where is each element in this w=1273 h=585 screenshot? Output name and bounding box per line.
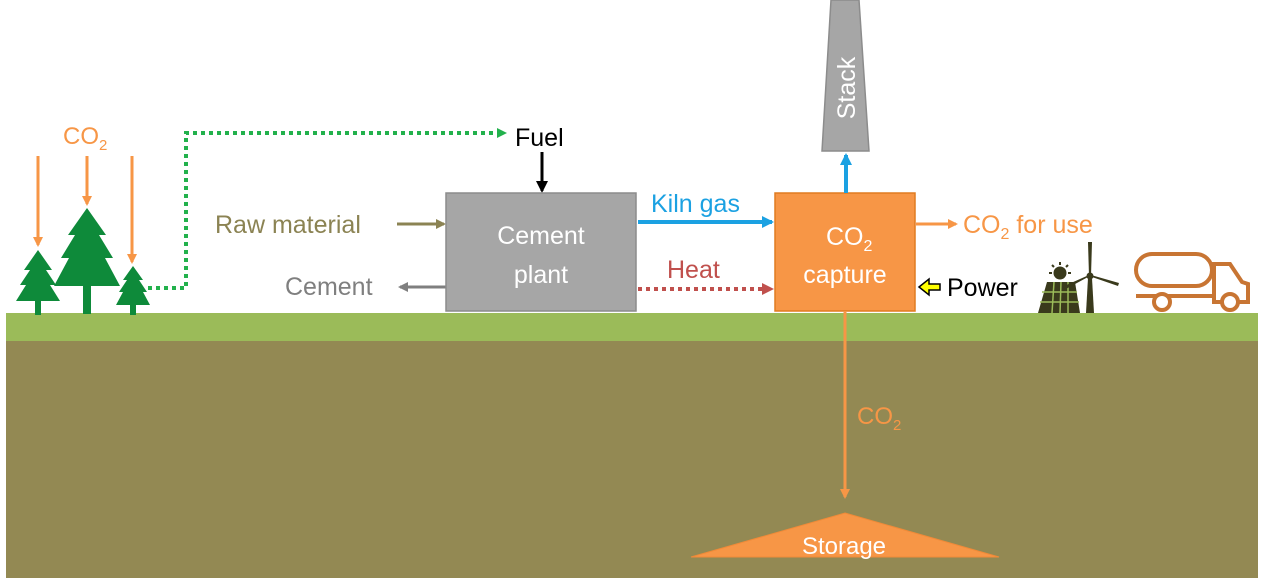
co2-down-label: CO2 bbox=[857, 403, 901, 434]
tanker-truck-icon bbox=[1134, 252, 1250, 312]
co2-for-use-label: CO2 for use bbox=[963, 211, 1093, 243]
wind-turbine-icon bbox=[1062, 242, 1119, 313]
co2-capture-label-2: capture bbox=[803, 261, 886, 289]
cement-output-label: Cement bbox=[285, 273, 373, 301]
storage-reservoir bbox=[690, 512, 1000, 558]
stack-chimney bbox=[821, 0, 870, 152]
kiln-gas-label: Kiln gas bbox=[651, 190, 740, 218]
tree-icon bbox=[16, 208, 150, 315]
storage-label: Storage bbox=[802, 533, 886, 560]
biomass-fuel-path bbox=[148, 128, 507, 290]
cement-plant-box bbox=[445, 192, 637, 312]
raw-material-label: Raw material bbox=[215, 211, 361, 239]
grass-strip bbox=[6, 313, 1258, 341]
cement-plant-label-1: Cement bbox=[497, 222, 585, 250]
stack-label: Stack bbox=[833, 56, 861, 119]
co2-capture-label-1: CO2 bbox=[826, 223, 873, 255]
solar-panel-icon bbox=[1038, 262, 1080, 314]
ground-soil bbox=[6, 341, 1258, 578]
power-label: Power bbox=[947, 274, 1018, 302]
co2-top-label: CO2 bbox=[63, 123, 107, 154]
cement-plant-label-2: plant bbox=[514, 261, 568, 289]
fuel-label: Fuel bbox=[515, 124, 564, 152]
co2-capture-box bbox=[774, 192, 916, 312]
heat-label: Heat bbox=[667, 256, 720, 284]
power-arrow bbox=[917, 277, 941, 297]
